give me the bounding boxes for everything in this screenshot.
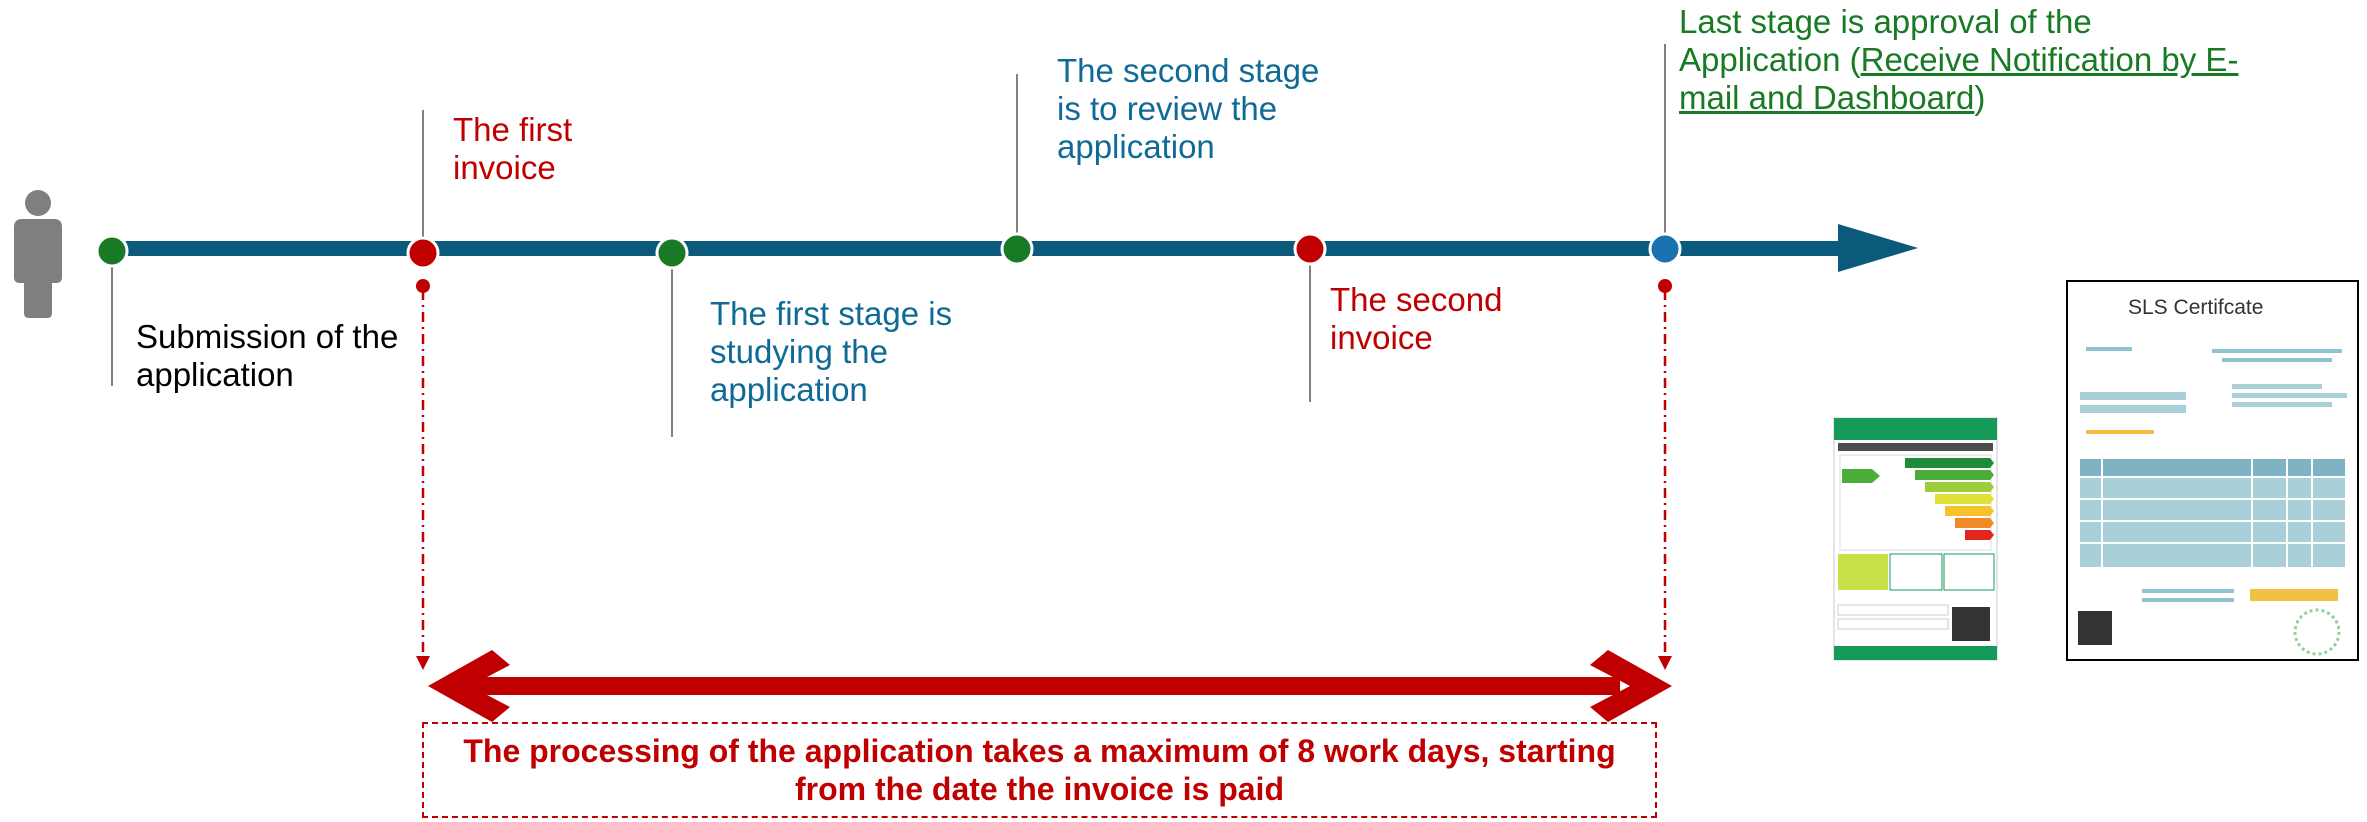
milestone-dot-last-stage: [1648, 232, 1682, 266]
processing-time-note: The processing of the application takes …: [422, 722, 1657, 818]
sls-certificate-icon: [2066, 280, 2359, 661]
milestone-dot-second-invoice: [1293, 232, 1327, 266]
label-second-invoice: The second invoice: [1330, 281, 1502, 357]
label-submission-line1: Submission of the: [136, 318, 399, 355]
label-second-invoice-line2: invoice: [1330, 319, 1433, 356]
certificate-title: SLS Certifcate: [2128, 296, 2264, 319]
label-second-stage-line3: application: [1057, 128, 1215, 165]
label-first-stage: The first stage is studying the applicat…: [710, 295, 952, 409]
label-last-stage-line2: Application (Receive Notification by E-: [1679, 41, 2238, 79]
label-first-stage-line1: The first stage is: [710, 295, 953, 332]
label-first-invoice-line2: invoice: [453, 149, 556, 186]
processing-note-line2: from the date the invoice is paid: [795, 771, 1284, 807]
label-last-stage-prefix: Application (: [1679, 41, 1861, 78]
duration-end-dot: [1658, 279, 1672, 293]
processing-note-line1: The processing of the application takes …: [463, 733, 1616, 769]
duration-double-arrow: [428, 650, 1672, 722]
energy-label-card-icon: [1833, 417, 1998, 661]
label-first-invoice: The first invoice: [453, 111, 572, 187]
label-second-stage: The second stage is to review the applic…: [1057, 52, 1319, 166]
timeline-arrow-head: [1838, 224, 1918, 272]
label-last-stage: Last stage is approval of the Applicatio…: [1679, 3, 2238, 117]
milestone-dot-second-stage: [1000, 232, 1034, 266]
label-second-invoice-line1: The second: [1330, 281, 1503, 318]
label-first-invoice-line1: The first: [453, 111, 573, 148]
label-submission: Submission of the application: [136, 318, 398, 394]
certificate-qr-code-icon: [2078, 611, 2112, 645]
label-second-stage-line2: is to review the: [1057, 90, 1278, 127]
label-second-stage-line1: The second stage: [1057, 52, 1320, 89]
person-icon: [14, 190, 62, 318]
timeline-bar: [110, 241, 1845, 256]
label-first-stage-line2: studying the: [710, 333, 888, 370]
qr-code-icon: [1952, 607, 1990, 641]
leader-lines: [111, 44, 1666, 437]
notification-link-part2[interactable]: mail and Dashboard: [1679, 79, 1975, 116]
notification-link-part1[interactable]: Receive Notification by E-: [1860, 41, 2239, 78]
milestone-dot-first-invoice: [406, 236, 440, 270]
milestone-dot-submission: [95, 234, 129, 268]
certificate-seal-icon: [2293, 608, 2341, 656]
duration-drop-arrow-start: [416, 656, 430, 670]
label-last-stage-line3: mail and Dashboard): [1679, 79, 2238, 117]
label-last-stage-line1: Last stage is approval of the: [1679, 3, 2092, 40]
duration-start-dot: [416, 279, 430, 293]
label-last-stage-suffix: ): [1974, 79, 1986, 116]
label-first-stage-line3: application: [710, 371, 868, 408]
duration-drop-arrow-end: [1658, 656, 1672, 670]
label-submission-line2: application: [136, 356, 294, 393]
milestone-dot-first-stage: [655, 236, 689, 270]
